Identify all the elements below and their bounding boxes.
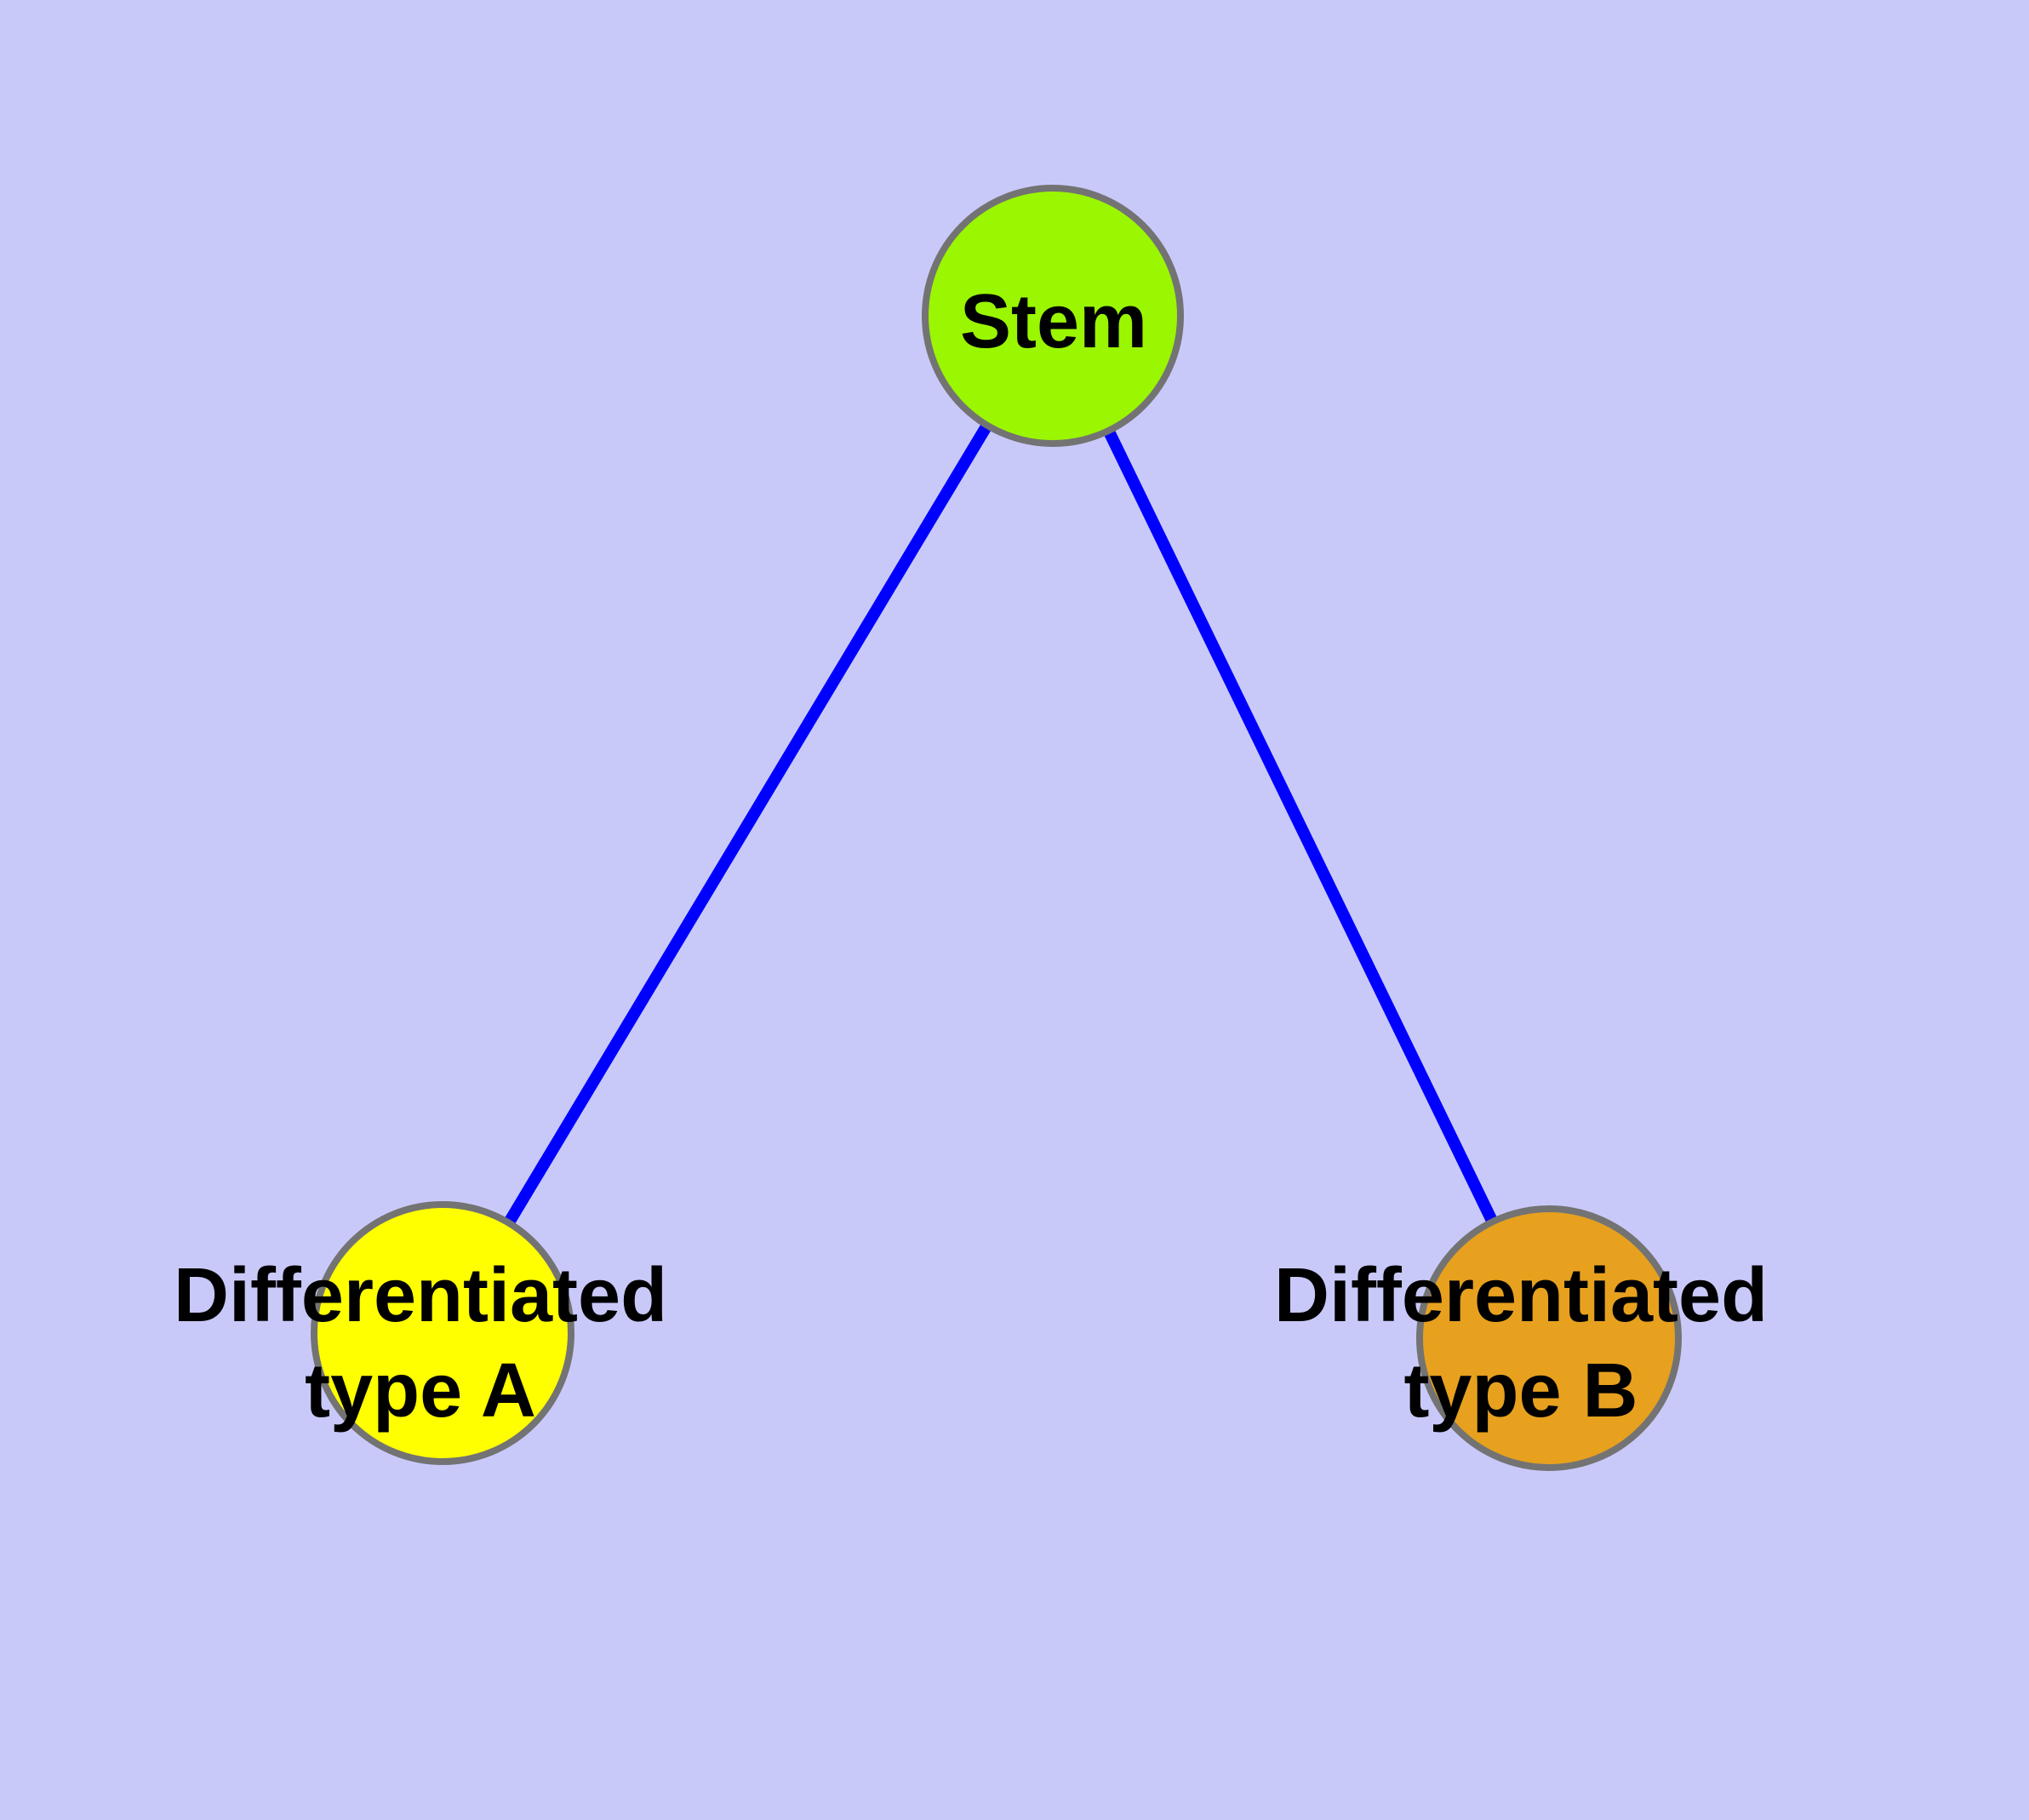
node-label-differentiated-type-a: Differentiated type A xyxy=(174,1248,667,1439)
node-circle-stem xyxy=(922,185,1184,447)
node-label-stem: Stem xyxy=(960,274,1147,369)
node-label-line: Stem xyxy=(959,279,1148,364)
node-label-line: Differentiated xyxy=(1273,1253,1769,1338)
edge-stem-to-differentiated-type-a xyxy=(437,312,1059,1336)
edge-stem-to-differentiated-type-b xyxy=(1047,312,1555,1342)
node-label-line: type B xyxy=(1403,1348,1638,1434)
node-label-line: Differentiated xyxy=(173,1253,668,1338)
node-circle-differentiated-type-a xyxy=(311,1201,574,1465)
node-label-line: type A xyxy=(305,1348,536,1434)
node-circle-differentiated-type-b xyxy=(1416,1205,1682,1471)
node-label-differentiated-type-b: Differentiated type B xyxy=(1274,1248,1768,1439)
